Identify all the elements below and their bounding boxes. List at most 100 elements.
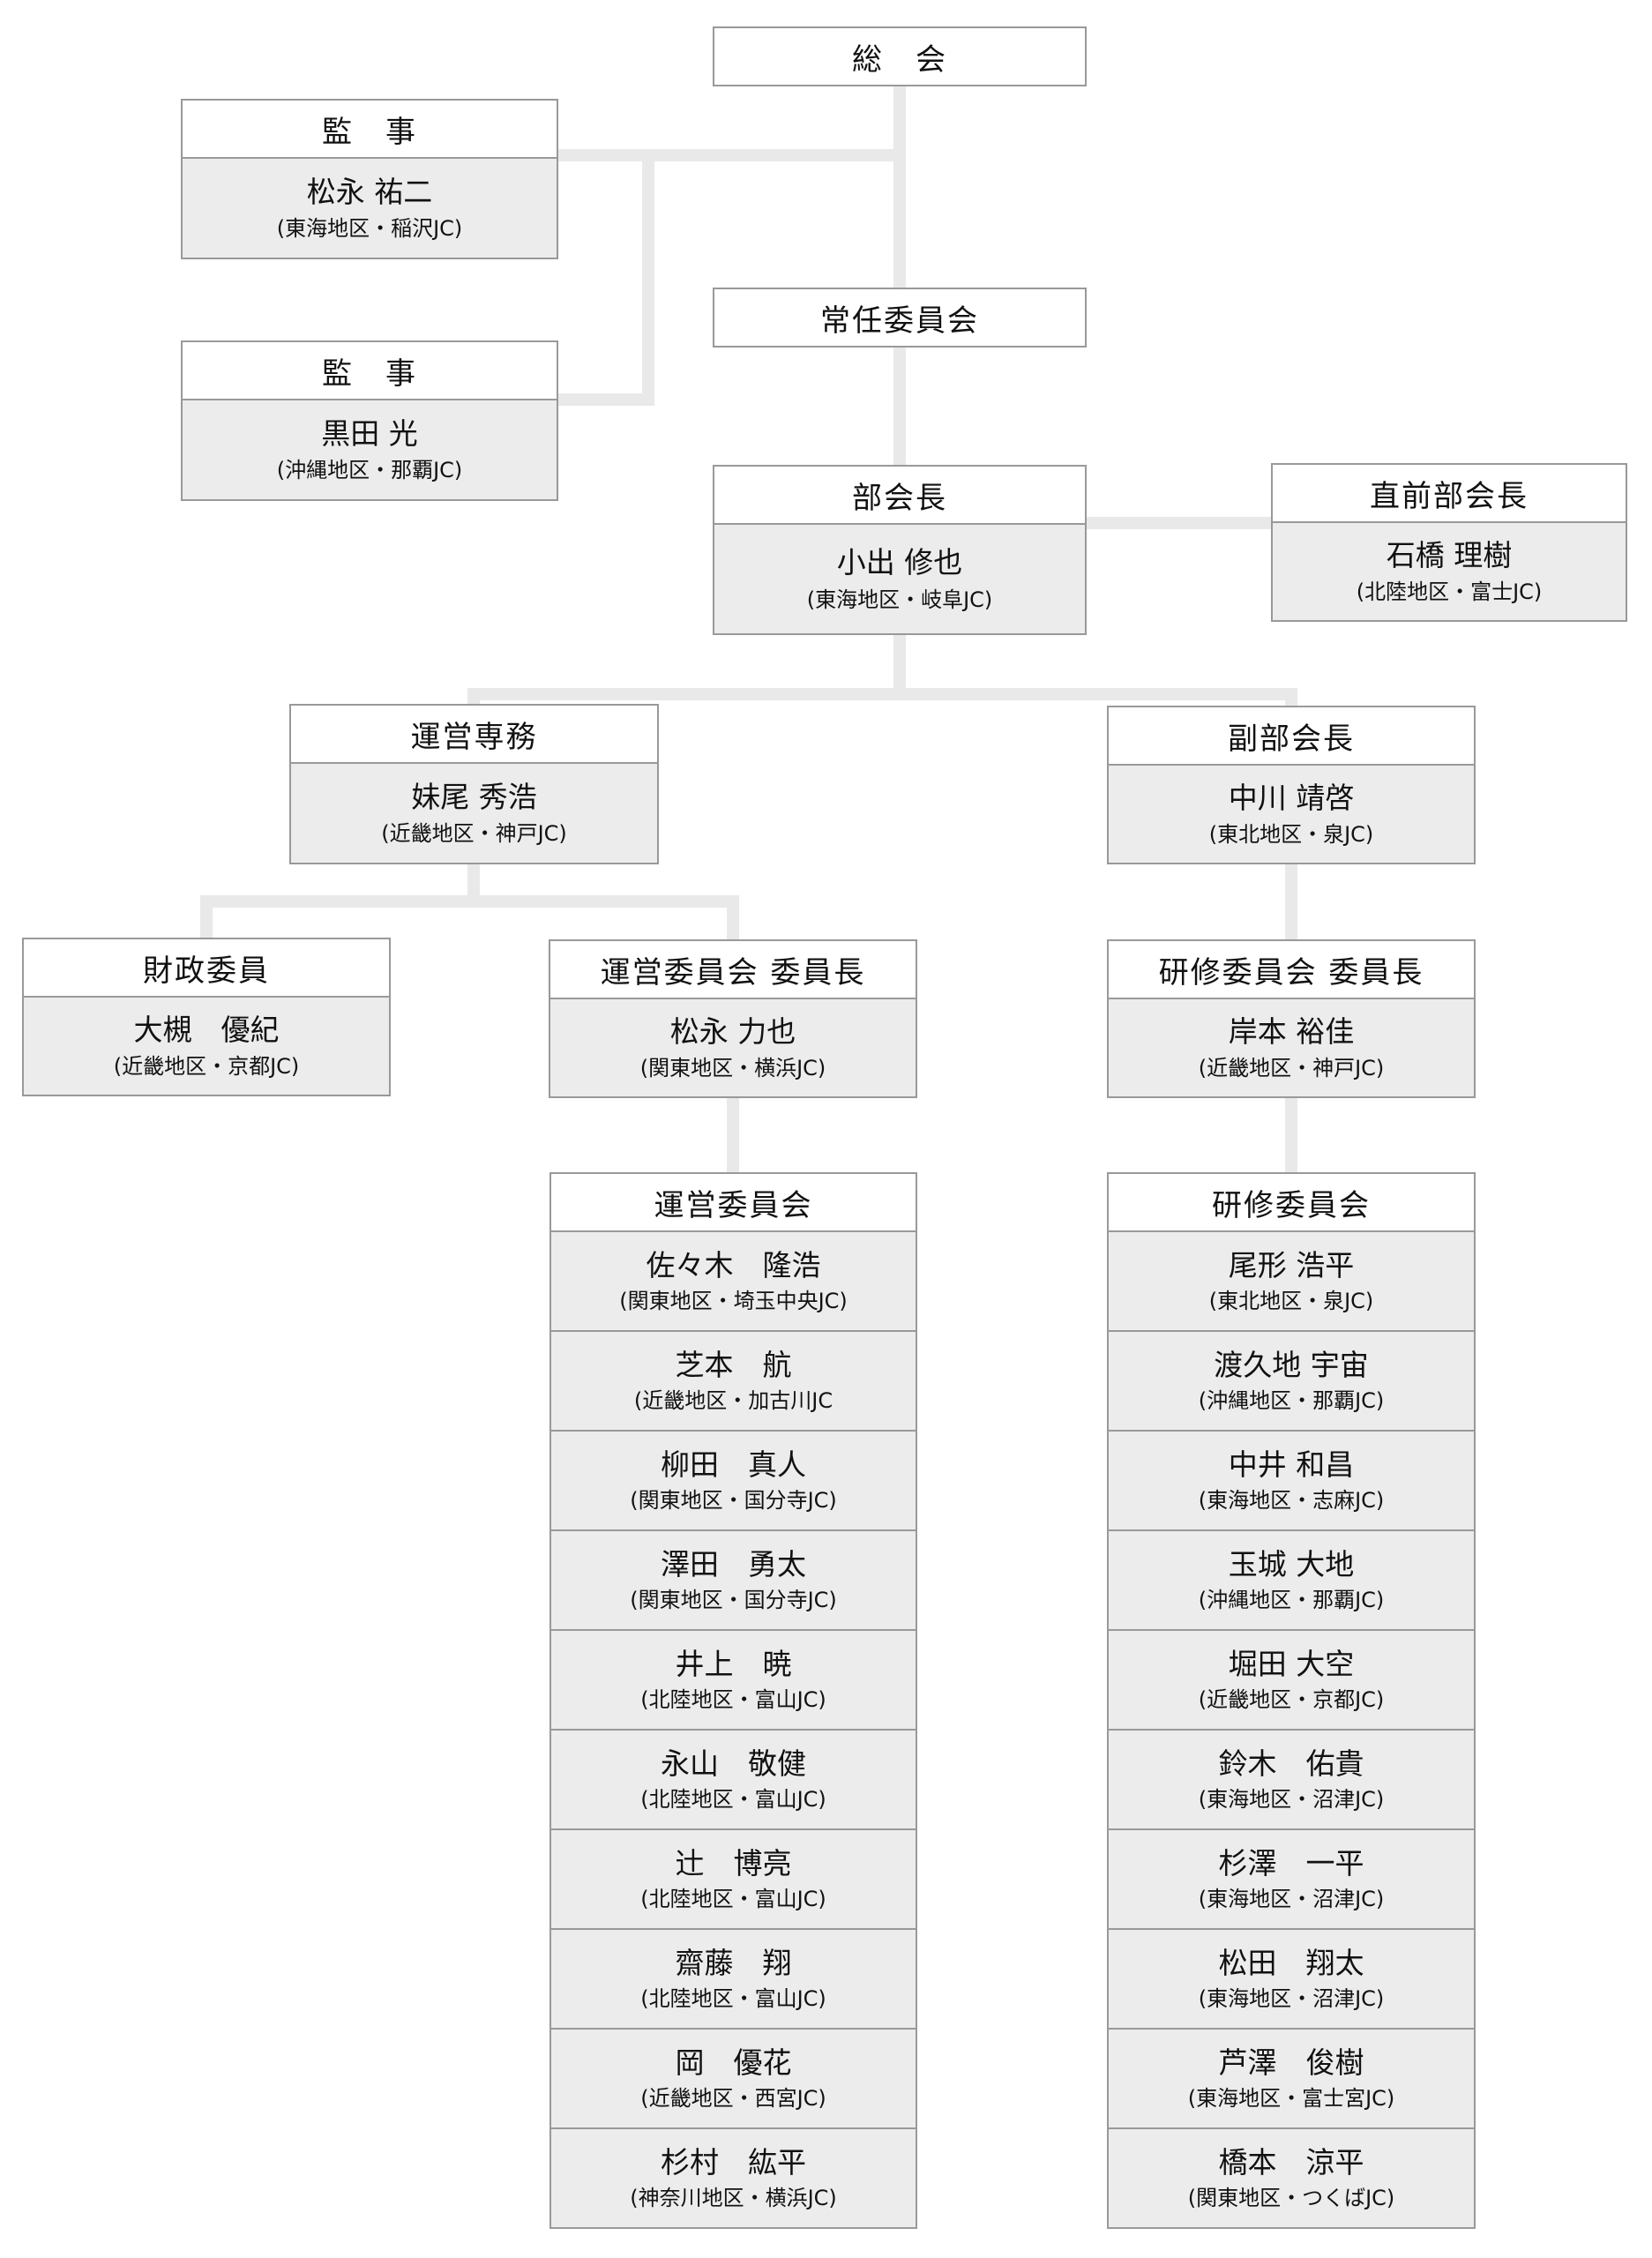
member-row: 玉城 大地 (沖縄地区・那覇JC) (1109, 1529, 1474, 1629)
node-vice-chair-body: 中川 靖啓 (東北地区・泉JC) (1107, 764, 1476, 864)
member-org: (東海地区・沼津JC) (1198, 1986, 1385, 2012)
list-training-committee: 研修委員会 尾形 浩平 (東北地区・泉JC) 渡久地 宇宙 (沖縄地区・那覇JC… (1107, 1172, 1476, 2229)
node-immediate-past-chair-org: (北陸地区・富士JC) (1356, 579, 1543, 605)
node-standing-committee-title: 常任委員会 (820, 289, 979, 346)
node-training-committee-chair-title: 研修委員会 委員長 (1109, 941, 1474, 998)
member-row: 杉澤 一平 (東海地区・沼津JC) (1109, 1828, 1474, 1928)
node-auditor-2-name: 黒田 光 (321, 415, 418, 451)
member-name: 中井 和昌 (1228, 1447, 1355, 1482)
member-org: (東海地区・志麻JC) (1198, 1488, 1385, 1514)
connector-senmu-stub-vertical (467, 688, 480, 706)
member-row: 松田 翔太 (東海地区・沼津JC) (1109, 1928, 1474, 2028)
connector-bukaicho-chokuzen-horizontal (1085, 517, 1273, 529)
connector-kenshu-list-vertical (1285, 1096, 1297, 1174)
member-row: 堀田 大空 (近畿地区・京都JC) (1109, 1629, 1474, 1729)
node-managing-director-name: 妹尾 秀浩 (411, 779, 537, 814)
member-org: (沖縄地区・那覇JC) (1198, 1388, 1385, 1414)
node-chair-org: (東海地区・岐阜JC) (806, 587, 993, 612)
node-auditor-2-body: 黒田 光 (沖縄地区・那覇JC) (181, 399, 558, 501)
member-row: 澤田 勇太 (関東地区・国分寺JC) (551, 1529, 916, 1629)
node-finance-member-org: (近畿地区・京都JC) (113, 1054, 300, 1080)
connector-level3-horizontal (200, 895, 739, 908)
node-auditor-1-title: 監 事 (183, 101, 557, 157)
member-name: 芦澤 俊樹 (1218, 2045, 1364, 2080)
member-name: 杉澤 一平 (1218, 1845, 1364, 1880)
node-managing-director-org: (近畿地区・神戸JC) (381, 821, 567, 847)
member-row: 岡 優花 (近畿地区・西宮JC) (551, 2028, 916, 2127)
member-row: 井上 暁 (北陸地区・富山JC) (551, 1629, 916, 1729)
node-managing-director-body: 妹尾 秀浩 (近畿地区・神戸JC) (289, 762, 659, 864)
member-name: 永山 敬健 (661, 1746, 806, 1781)
member-name: 齋藤 翔 (675, 1945, 792, 1980)
node-vice-chair-org: (東北地区・泉JC) (1208, 822, 1374, 848)
node-vice-chair-name: 中川 靖啓 (1228, 780, 1355, 815)
member-name: 尾形 浩平 (1228, 1247, 1355, 1282)
node-operations-committee-chair-org: (関東地区・横浜JC) (639, 1056, 826, 1081)
list-training-committee-title: 研修委員会 (1109, 1174, 1474, 1230)
connector-senmu-down-vertical (467, 863, 480, 901)
node-auditor-1: 監 事 松永 祐二 (東海地区・稲沢JC) (181, 99, 558, 259)
member-name: 橋本 涼平 (1218, 2144, 1364, 2179)
node-operations-committee-chair: 運営委員会 委員長 松永 力也 (関東地区・横浜JC) (549, 939, 917, 1098)
list-operations-committee: 運営委員会 佐々木 隆浩 (関東地区・埼玉中央JC) 芝本 航 (近畿地区・加古… (549, 1172, 917, 2229)
connector-fuku-stub-vertical (1285, 688, 1297, 707)
member-row: 渡久地 宇宙 (沖縄地区・那覇JC) (1109, 1330, 1474, 1430)
member-org: (沖縄地区・那覇JC) (1198, 1588, 1385, 1613)
node-finance-member: 財政委員 大槻 優紀 (近畿地区・京都JC) (22, 938, 391, 1096)
node-immediate-past-chair-title: 直前部会長 (1273, 465, 1626, 521)
member-row: 柳田 真人 (関東地区・国分寺JC) (551, 1430, 916, 1529)
member-org: (東海地区・富士宮JC) (1187, 2086, 1395, 2112)
connector-unei-iincho-stub-vertical (727, 895, 739, 941)
node-managing-director: 運営専務 妹尾 秀浩 (近畿地区・神戸JC) (289, 704, 659, 864)
member-org: (神奈川地区・横浜JC) (630, 2186, 837, 2211)
member-row: 永山 敬健 (北陸地区・富山JC) (551, 1729, 916, 1828)
member-name: 佐々木 隆浩 (646, 1247, 821, 1282)
node-vice-chair-title: 副部会長 (1109, 707, 1474, 764)
member-row: 鈴木 佑貴 (東海地区・沼津JC) (1109, 1729, 1474, 1828)
member-org: (関東地区・つくばJC) (1187, 2186, 1395, 2211)
connector-level2-horizontal (467, 688, 1297, 700)
member-row: 芝本 航 (近畿地区・加古川JC (551, 1330, 916, 1430)
node-training-committee-chair: 研修委員会 委員長 岸本 裕佳 (近畿地区・神戸JC) (1107, 939, 1476, 1098)
member-row: 齋藤 翔 (北陸地区・富山JC) (551, 1928, 916, 2028)
list-training-committee-rows: 尾形 浩平 (東北地区・泉JC) 渡久地 宇宙 (沖縄地区・那覇JC) 中井 和… (1109, 1230, 1474, 2227)
list-operations-committee-title: 運営委員会 (551, 1174, 916, 1230)
node-vice-chair: 副部会長 中川 靖啓 (東北地区・泉JC) (1107, 706, 1476, 864)
member-org: (東海地区・沼津JC) (1198, 1887, 1385, 1912)
node-chair-name: 小出 修也 (836, 545, 963, 580)
member-name: 堀田 大空 (1228, 1646, 1355, 1681)
node-training-committee-chair-org: (近畿地区・神戸JC) (1198, 1056, 1385, 1081)
member-name: 岡 優花 (675, 2045, 792, 2080)
member-name: 澤田 勇太 (661, 1546, 806, 1581)
member-org: (東北地区・泉JC) (1208, 1289, 1374, 1314)
member-org: (近畿地区・京都JC) (1198, 1687, 1385, 1713)
member-name: 柳田 真人 (661, 1447, 806, 1482)
node-auditor-1-org: (東海地区・稲沢JC) (276, 216, 463, 242)
member-row: 尾形 浩平 (東北地区・泉JC) (1109, 1230, 1474, 1330)
member-name: 玉城 大地 (1228, 1546, 1355, 1581)
node-auditor-1-name: 松永 祐二 (306, 174, 433, 209)
member-row: 橋本 涼平 (関東地区・つくばJC) (1109, 2127, 1474, 2227)
node-auditor-2-title: 監 事 (183, 342, 557, 399)
node-general-assembly-title: 総 会 (852, 28, 947, 85)
node-finance-member-title: 財政委員 (24, 939, 389, 996)
member-name: 辻 博亮 (675, 1845, 792, 1880)
list-operations-committee-rows: 佐々木 隆浩 (関東地区・埼玉中央JC) 芝本 航 (近畿地区・加古川JC 柳田… (551, 1230, 916, 2227)
connector-fuku-kenshu-vertical (1285, 863, 1297, 941)
node-general-assembly: 総 会 (713, 26, 1087, 86)
member-org: (東海地区・沼津JC) (1198, 1787, 1385, 1813)
connector-unei-list-vertical (727, 1096, 739, 1174)
connector-jonin-bukaicho-vertical (893, 346, 906, 465)
member-org: (北陸地区・富山JC) (640, 1687, 826, 1713)
member-org: (関東地区・埼玉中央JC) (619, 1289, 848, 1314)
node-operations-committee-chair-body: 松永 力也 (関東地区・横浜JC) (549, 998, 917, 1098)
member-name: 杉村 紘平 (661, 2144, 806, 2179)
node-managing-director-title: 運営専務 (291, 706, 657, 762)
node-operations-committee-chair-name: 松永 力也 (669, 1013, 796, 1049)
member-name: 鈴木 佑貴 (1218, 1746, 1364, 1781)
node-immediate-past-chair-name: 石橋 理樹 (1386, 537, 1513, 572)
connector-kanji2-horizontal (557, 393, 654, 406)
member-org: (近畿地区・加古川JC (633, 1388, 833, 1414)
node-immediate-past-chair: 直前部会長 石橋 理樹 (北陸地区・富士JC) (1271, 463, 1627, 622)
